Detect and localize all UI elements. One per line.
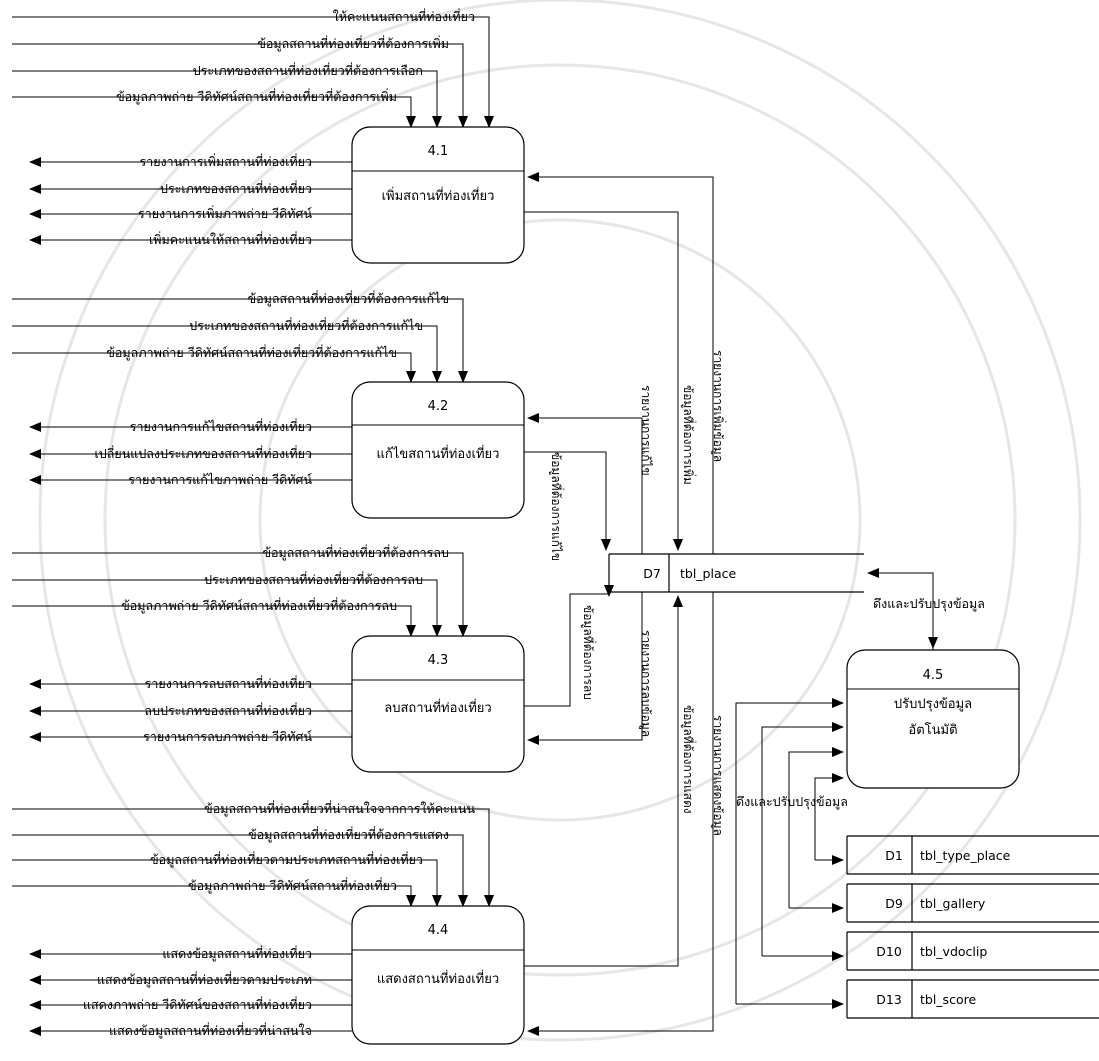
- sync-label-top: ดึงและปรับปรุงข้อมูล: [873, 596, 985, 612]
- p42-out-label-3: รายงานการแก้ไขภาพถ่าย วีดิทัศน์: [128, 472, 312, 487]
- p42-in-label-3: ข้อมูลภาพถ่าย วีดิทัศน์สถานที่ท่องเที่ยว…: [106, 344, 397, 361]
- vlabel-edit-report: รายงานการแก้ไข: [639, 385, 653, 476]
- process-name-line1: ปรับปรุงข้อมูล: [894, 697, 972, 712]
- flow-d7-to-p42-report: [527, 413, 643, 554]
- flow-p45-to-d7: [867, 568, 934, 650]
- process-4-2: 4.2 แก้ไขสถานที่ท่องเที่ยว: [351, 381, 525, 519]
- p43-out-label-2: ลบประเภทของสถานที่ท่องเที่ยว: [144, 702, 312, 718]
- p41-in-label-1: ให้คะแนนสถานที่ท่องเที่ยว: [333, 8, 475, 24]
- p44-in-1: [12, 808, 494, 907]
- vlabel-add-report: รายงานการเพิ่มข้อมูล: [710, 350, 727, 462]
- p44-in-label-2: ข้อมูลสถานที่ท่องเที่ยวที่ต้องการแสดง: [248, 826, 449, 843]
- p43-out-label-3: รายงานการลบภาพถ่าย วีดิทัศน์: [143, 729, 312, 744]
- process-name-line2: อัตโนมัติ: [908, 722, 957, 738]
- p44-in-4: [12, 885, 416, 907]
- p44-in-label-4: ข้อมูลภาพถ่าย วีดิทัศน์สถานที่ท่องเที่ยว: [188, 877, 397, 894]
- store-name: tbl_score: [920, 992, 976, 1007]
- p43-in-label-3: ข้อมูลภาพถ่าย วีดิทัศน์สถานที่ท่องเที่ยว…: [121, 597, 397, 614]
- process-id: 4.5: [923, 668, 944, 683]
- process-id: 4.4: [428, 923, 449, 938]
- p44-out-label-4: แสดงข้อมูลสถานที่ท่องเที่ยวที่น่าสนใจ: [109, 1022, 312, 1039]
- p42-in-2: [12, 325, 442, 383]
- store-d7: D7 tbl_place: [608, 553, 864, 593]
- flow-d7-to-p41-report: [527, 172, 714, 554]
- store-name: tbl_gallery: [920, 896, 986, 911]
- p41-out-label-3: รายงานการเพิ่มภาพถ่าย วีดิทัศน์: [138, 205, 312, 221]
- p41-in-label-2: ข้อมูลสถานที่ท่องเที่ยวที่ต้องการเพิ่ม: [257, 35, 449, 52]
- store-id: D13: [876, 992, 902, 1007]
- flow-d10-to-p45: [761, 722, 844, 956]
- flow-p44-to-d7-show: [524, 595, 683, 967]
- store-d10: D10 tbl_vdoclip: [846, 931, 1099, 971]
- flow-d7-to-p43-report: [527, 592, 643, 745]
- p41-in-3: [12, 70, 442, 128]
- p42-in-1: [12, 298, 468, 383]
- store-d9: D9 tbl_gallery: [846, 883, 1099, 923]
- process-id: 4.3: [428, 653, 449, 668]
- store-d13: D13 tbl_score: [846, 979, 1099, 1019]
- p41-out-label-2: ประเภทของสถานที่ท่องเที่ยว: [160, 180, 312, 196]
- flow-d7-to-p44-report: [527, 592, 714, 1036]
- p41-in-label-4: ข้อมูลภาพถ่าย วีดิทัศน์สถานที่ท่องเที่ยว…: [116, 88, 397, 105]
- p43-in-2: [12, 579, 442, 637]
- p42-out-label-2: เปลี่ยนแปลงประเภทของสถานที่ท่องเที่ยว: [95, 445, 312, 461]
- vlabel-show-report: รายงานการแสดงข้อมูล: [710, 715, 725, 836]
- p43-in-label-1: ข้อมูลสถานที่ท่องเที่ยวที่ต้องการลบ: [262, 544, 449, 561]
- p41-out-label-4: เพิ่มคะแนนให้สถานที่ท่องเที่ยว: [149, 231, 312, 247]
- process-4-5: 4.5 ปรับปรุงข้อมูล อัตโนมัติ: [846, 649, 1020, 789]
- p41-out-label-1: รายงานการเพิ่มสถานที่ท่องเที่ยว: [140, 153, 313, 169]
- watermark-seal: [38, 0, 1082, 1042]
- p41-in-label-3: ประเภทของสถานที่ท่องเที่ยวที่ต้องการเลือ…: [193, 62, 423, 78]
- store-d1: D1 tbl_type_place: [846, 835, 1099, 875]
- process-name: ลบสถานที่ท่องเที่ยว: [384, 699, 491, 716]
- process-id: 4.1: [428, 144, 449, 159]
- p44-in-label-3: ข้อมูลสถานที่ท่องเที่ยวตามประเภทสถานที่ท…: [150, 851, 423, 868]
- process-4-4: 4.4 แสดงสถานที่ท่องเที่ยว: [351, 905, 525, 1045]
- flow-p43-to-d7-delete: [524, 585, 614, 707]
- store-name: tbl_vdoclip: [920, 944, 987, 959]
- p43-out-label-1: รายงานการลบสถานที่ท่องเที่ยว: [145, 675, 312, 691]
- p44-out-label-2: แสดงข้อมูลสถานที่ท่องเที่ยวตามประเภท: [97, 971, 312, 988]
- store-name: tbl_place: [680, 566, 736, 581]
- vlabel-add-request: ข้อมูลที่ต้องการเพิ่ม: [680, 385, 697, 485]
- p41-in-1: [12, 16, 494, 128]
- vlabel-delete-report: รายงานการลบข้อมูล: [638, 630, 653, 737]
- store-id: D7: [643, 566, 661, 581]
- store-id: D9: [885, 896, 903, 911]
- vlabel-show-request: ข้อมูลที่ต้องการแสดง: [680, 705, 697, 814]
- vlabel-edit-request: ข้อมูลที่ต้องการแก้ไข: [548, 452, 565, 561]
- process-id: 4.2: [428, 399, 449, 414]
- p44-out-label-1: แสดงข้อมูลสถานที่ท่องเที่ยว: [162, 945, 312, 962]
- p44-in-2: [12, 834, 468, 907]
- p44-in-3: [12, 859, 442, 907]
- p41-in-4: [12, 96, 416, 128]
- p44-out-label-3: แสดงภาพถ่าย วีดิทัศน์ของสถานที่ท่องเที่ย…: [83, 996, 312, 1012]
- p42-in-label-2: ประเภทของสถานที่ท่องเที่ยวที่ต้องการแก้ไ…: [189, 317, 423, 333]
- p43-in-3: [12, 605, 416, 637]
- process-name: เพิ่มสถานที่ท่องเที่ยว: [382, 187, 495, 204]
- process-4-1: 4.1 เพิ่มสถานที่ท่องเที่ยว: [351, 126, 525, 264]
- flow-d1-to-p45: [814, 773, 844, 860]
- p43-in-label-2: ประเภทของสถานที่ท่องเที่ยวที่ต้องการลบ: [204, 571, 423, 587]
- store-name: tbl_type_place: [920, 848, 1011, 863]
- process-name: แสดงสถานที่ท่องเที่ยว: [377, 970, 499, 987]
- sync-label-bottom: ดึงและปรับปรุงข้อมูล: [736, 794, 848, 810]
- flow-d9-to-p45: [788, 747, 844, 908]
- process-4-3: 4.3 ลบสถานที่ท่องเที่ยว: [351, 635, 525, 773]
- vlabel-delete-request: ข้อมูลที่ต้องการลบ: [580, 605, 597, 700]
- flow-p41-to-d7-add: [524, 211, 683, 551]
- p44-in-label-1: ข้อมูลสถานที่ท่องเที่ยวที่น่าสนใจจากการใ…: [204, 800, 475, 817]
- p42-out-label-1: รายงานการแก้ไขสถานที่ท่องเที่ยว: [130, 418, 312, 434]
- process-name: แก้ไขสถานที่ท่องเที่ยว: [377, 445, 500, 462]
- p41-in-2: [12, 43, 468, 128]
- store-id: D1: [885, 848, 903, 863]
- p43-in-1: [12, 552, 468, 637]
- p42-in-label-1: ข้อมูลสถานที่ท่องเที่ยวที่ต้องการแก้ไข: [248, 290, 449, 307]
- store-id: D10: [876, 944, 902, 959]
- flow-d13-to-p45: [735, 698, 844, 1004]
- flow-p42-to-d7-edit: [524, 451, 611, 551]
- p42-in-3: [12, 352, 416, 383]
